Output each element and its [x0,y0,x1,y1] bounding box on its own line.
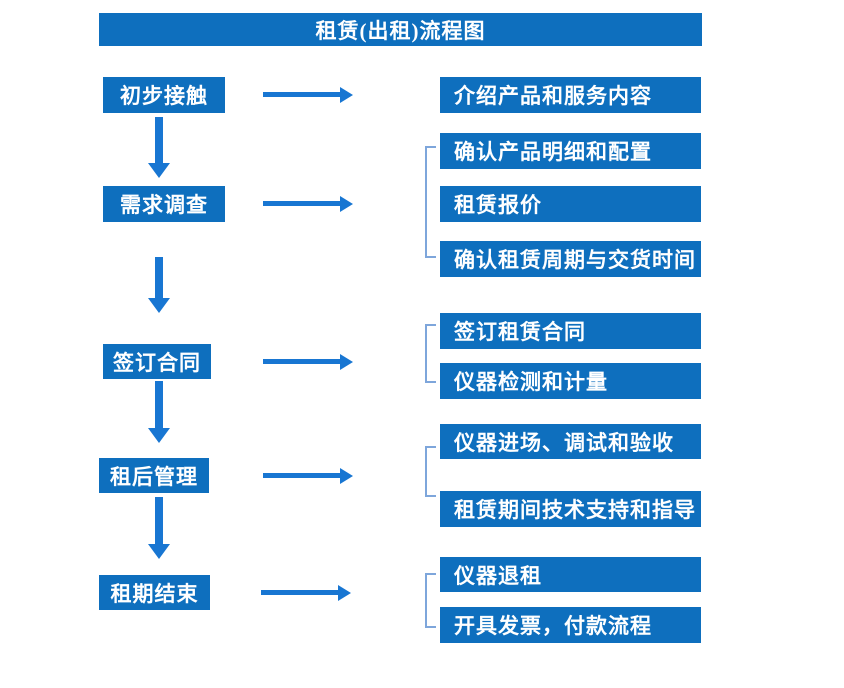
right-arrow-initial-contact [263,86,353,103]
detail-box-instrument-testing-metrology: 仪器检测和计量 [440,363,701,399]
right-arrow-rental-end [261,584,351,601]
step-box-post-rental-management: 租后管理 [99,458,209,493]
right-arrow-post-rental-management [263,467,353,484]
detail-box-introduce-products-services: 介绍产品和服务内容 [440,77,701,113]
down-arrow-step3-step4 [148,381,170,443]
detail-box-rental-quotation: 租赁报价 [440,186,701,222]
detail-box-invoice-payment-process: 开具发票，付款流程 [440,607,701,643]
flowchart-title: 租赁(出租)流程图 [315,18,486,43]
bracket-demand-survey-details [425,146,436,258]
right-arrow-sign-contract [263,353,353,370]
step-box-rental-end: 租期结束 [99,575,210,610]
down-arrow-step4-step5 [148,497,170,559]
detail-box-confirm-product-details-config: 确认产品明细和配置 [440,133,701,169]
detail-box-instrument-setup-acceptance: 仪器进场、调试和验收 [440,424,701,459]
detail-box-instrument-return: 仪器退租 [440,557,701,592]
detail-box-sign-rental-contract: 签订租赁合同 [440,313,701,349]
step-box-sign-contract: 签订合同 [103,344,211,379]
down-arrow-step2-step3 [148,257,170,313]
detail-box-confirm-rental-period-delivery: 确认租赁周期与交货时间 [440,241,701,277]
right-arrow-demand-survey [263,195,353,212]
down-arrow-step1-step2 [148,117,170,178]
flowchart-title-banner: 租赁(出租)流程图 [99,13,702,46]
bracket-sign-contract-details [425,324,436,383]
step-box-initial-contact: 初步接触 [103,77,225,113]
bracket-post-rental-details [425,446,436,497]
bracket-rental-end-details [425,573,436,628]
detail-box-technical-support-guidance: 租赁期间技术支持和指导 [440,491,701,527]
step-box-demand-survey: 需求调查 [103,186,225,222]
